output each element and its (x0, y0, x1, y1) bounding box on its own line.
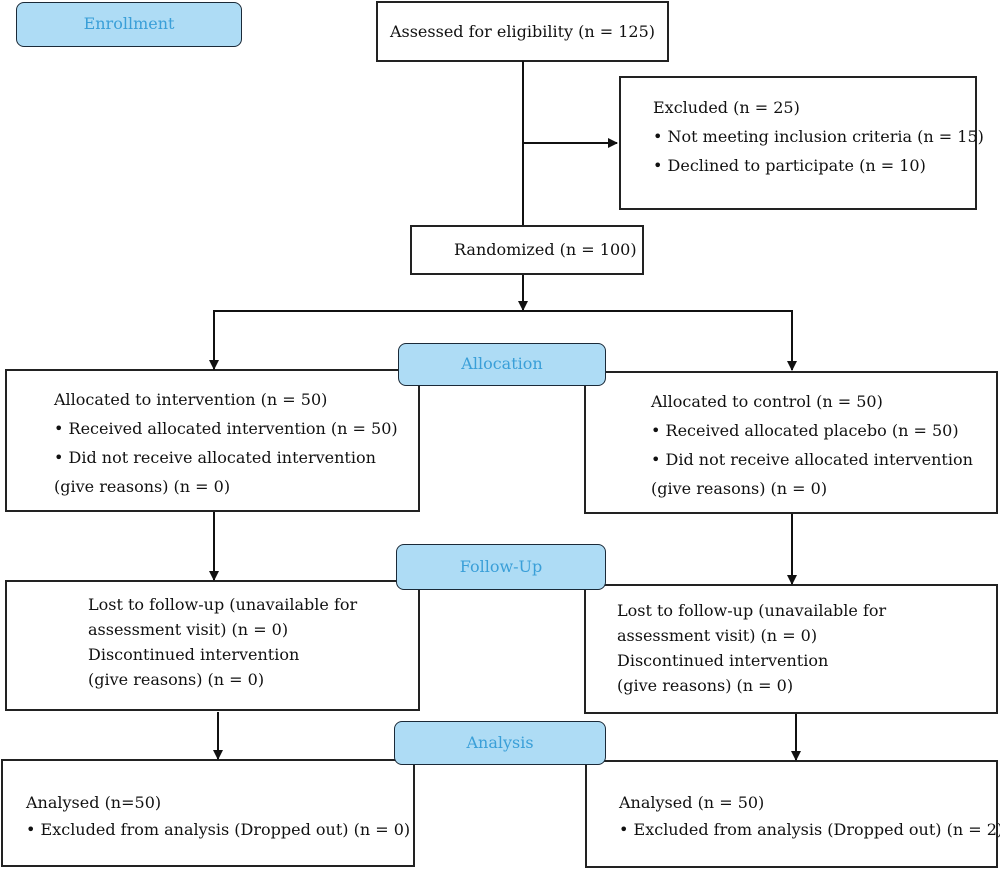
analysis-label: Analysis (394, 721, 606, 765)
excluded-item: • Declined to participate (n = 10) (653, 156, 926, 175)
follow-int-line: Lost to follow-up (unavailable for (88, 595, 358, 614)
follow-ctrl-line: (give reasons) (n = 0) (617, 676, 794, 695)
followup-control-box: Lost to follow-up (unavailable for asses… (584, 584, 998, 714)
analysis-ctrl-line: Analysed (n = 50) (619, 793, 765, 812)
analysis-intervention-box: Analysed (n=50) • Excluded from analysis… (1, 759, 415, 867)
allocation-control-box: Allocated to control (n = 50) • Received… (584, 371, 998, 514)
follow-int-line: assessment visit) (n = 0) (88, 620, 289, 639)
excluded-box: Excluded (n = 25) • Not meeting inclusio… (619, 76, 984, 210)
alloc-int-line: (give reasons) (n = 0) (54, 477, 231, 496)
follow-up-label: Follow-Up (396, 544, 606, 590)
followup-intervention-box: Lost to follow-up (unavailable for asses… (5, 580, 420, 711)
alloc-int-line: Allocated to intervention (n = 50) (54, 390, 328, 409)
allocation-intervention-box: Allocated to intervention (n = 50) • Rec… (5, 369, 420, 512)
alloc-int-line: • Received allocated intervention (n = 5… (54, 419, 398, 438)
excluded-title: Excluded (n = 25) (653, 98, 800, 117)
excluded-item: • Not meeting inclusion criteria (n = 15… (653, 127, 984, 146)
alloc-ctrl-line: • Received allocated placebo (n = 50) (651, 421, 959, 440)
follow-int-line: (give reasons) (n = 0) (88, 670, 265, 689)
analysis-control-box: Analysed (n = 50) • Excluded from analys… (585, 760, 1000, 868)
enrollment-label: Enrollment (16, 2, 242, 47)
randomized-text: Randomized (n = 100) (454, 240, 637, 259)
follow-ctrl-line: Discontinued intervention (617, 651, 829, 670)
alloc-ctrl-line: (give reasons) (n = 0) (651, 479, 828, 498)
assessed-text: Assessed for eligibility (n = 125) (389, 22, 656, 41)
alloc-ctrl-line: • Did not receive allocated intervention (651, 450, 973, 469)
alloc-ctrl-line: Allocated to control (n = 50) (651, 392, 883, 411)
analysis-ctrl-line: • Excluded from analysis (Dropped out) (… (619, 820, 1000, 839)
analysis-int-line: • Excluded from analysis (Dropped out) (… (26, 820, 411, 839)
allocation-label: Allocation (398, 343, 606, 386)
randomized-box: Randomized (n = 100) (410, 225, 644, 275)
alloc-int-line: • Did not receive allocated intervention (54, 448, 376, 467)
analysis-int-line: Analysed (n=50) (26, 793, 162, 812)
follow-int-line: Discontinued intervention (88, 645, 300, 664)
follow-ctrl-line: Lost to follow-up (unavailable for (617, 601, 887, 620)
follow-ctrl-line: assessment visit) (n = 0) (617, 626, 818, 645)
